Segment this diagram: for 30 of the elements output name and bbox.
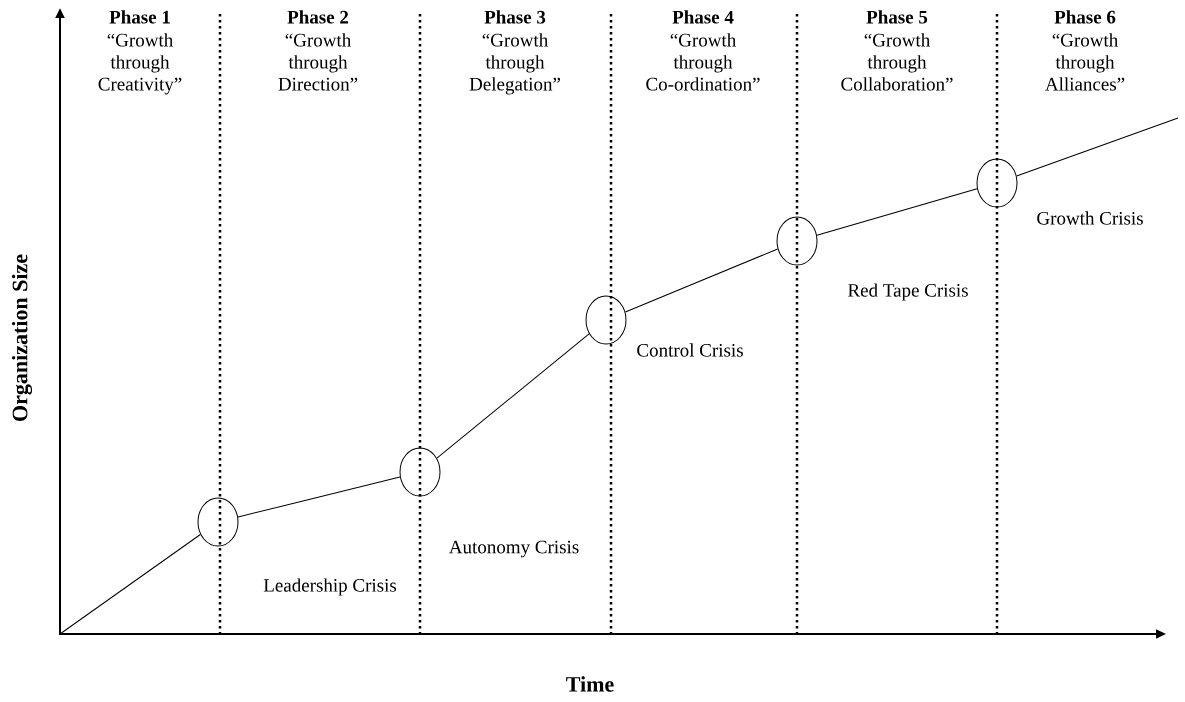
crisis-circle <box>776 216 818 266</box>
axis-title: Time <box>566 676 614 692</box>
crisis-circle <box>399 447 441 497</box>
crisis-label: Leadership Crisis <box>263 578 397 596</box>
crisis-label: Control Crisis <box>637 343 743 357</box>
phase-heading: Phase 1 <box>109 10 170 24</box>
crisis-circle <box>197 497 239 547</box>
crisis-circle <box>976 158 1018 208</box>
phase-name: “Growth through Delegation” <box>469 33 560 95</box>
crisis-label: Growth Crisis <box>1037 211 1143 225</box>
phase-name: “Growth through Collaboration” <box>841 33 953 91</box>
growth-line <box>816 188 978 236</box>
growth-line <box>436 333 590 459</box>
phase-name: “Growth through Co-ordination” <box>646 33 760 91</box>
phase-heading: Phase 2 <box>287 10 349 24</box>
growth-line <box>1016 117 1179 177</box>
phase-heading: Phase 4 <box>672 10 734 24</box>
crisis-circle <box>585 295 627 345</box>
growth-line <box>59 534 201 635</box>
phase-heading: Phase 3 <box>484 10 546 24</box>
growth-line <box>237 476 401 518</box>
phase-name: “Growth through Direction” <box>278 33 358 91</box>
growth-line <box>624 248 779 313</box>
phase-heading: Phase 6 <box>1054 10 1116 24</box>
phase-heading: Phase 5 <box>866 10 928 24</box>
crisis-label: Autonomy Crisis <box>449 540 579 558</box>
phase-name: “Growth through Alliances” <box>1045 33 1125 91</box>
phase-name: “Growth through Creativity” <box>98 33 182 95</box>
axis-title: Organization Size <box>11 254 33 421</box>
crisis-label: Red Tape Crisis <box>848 283 968 301</box>
